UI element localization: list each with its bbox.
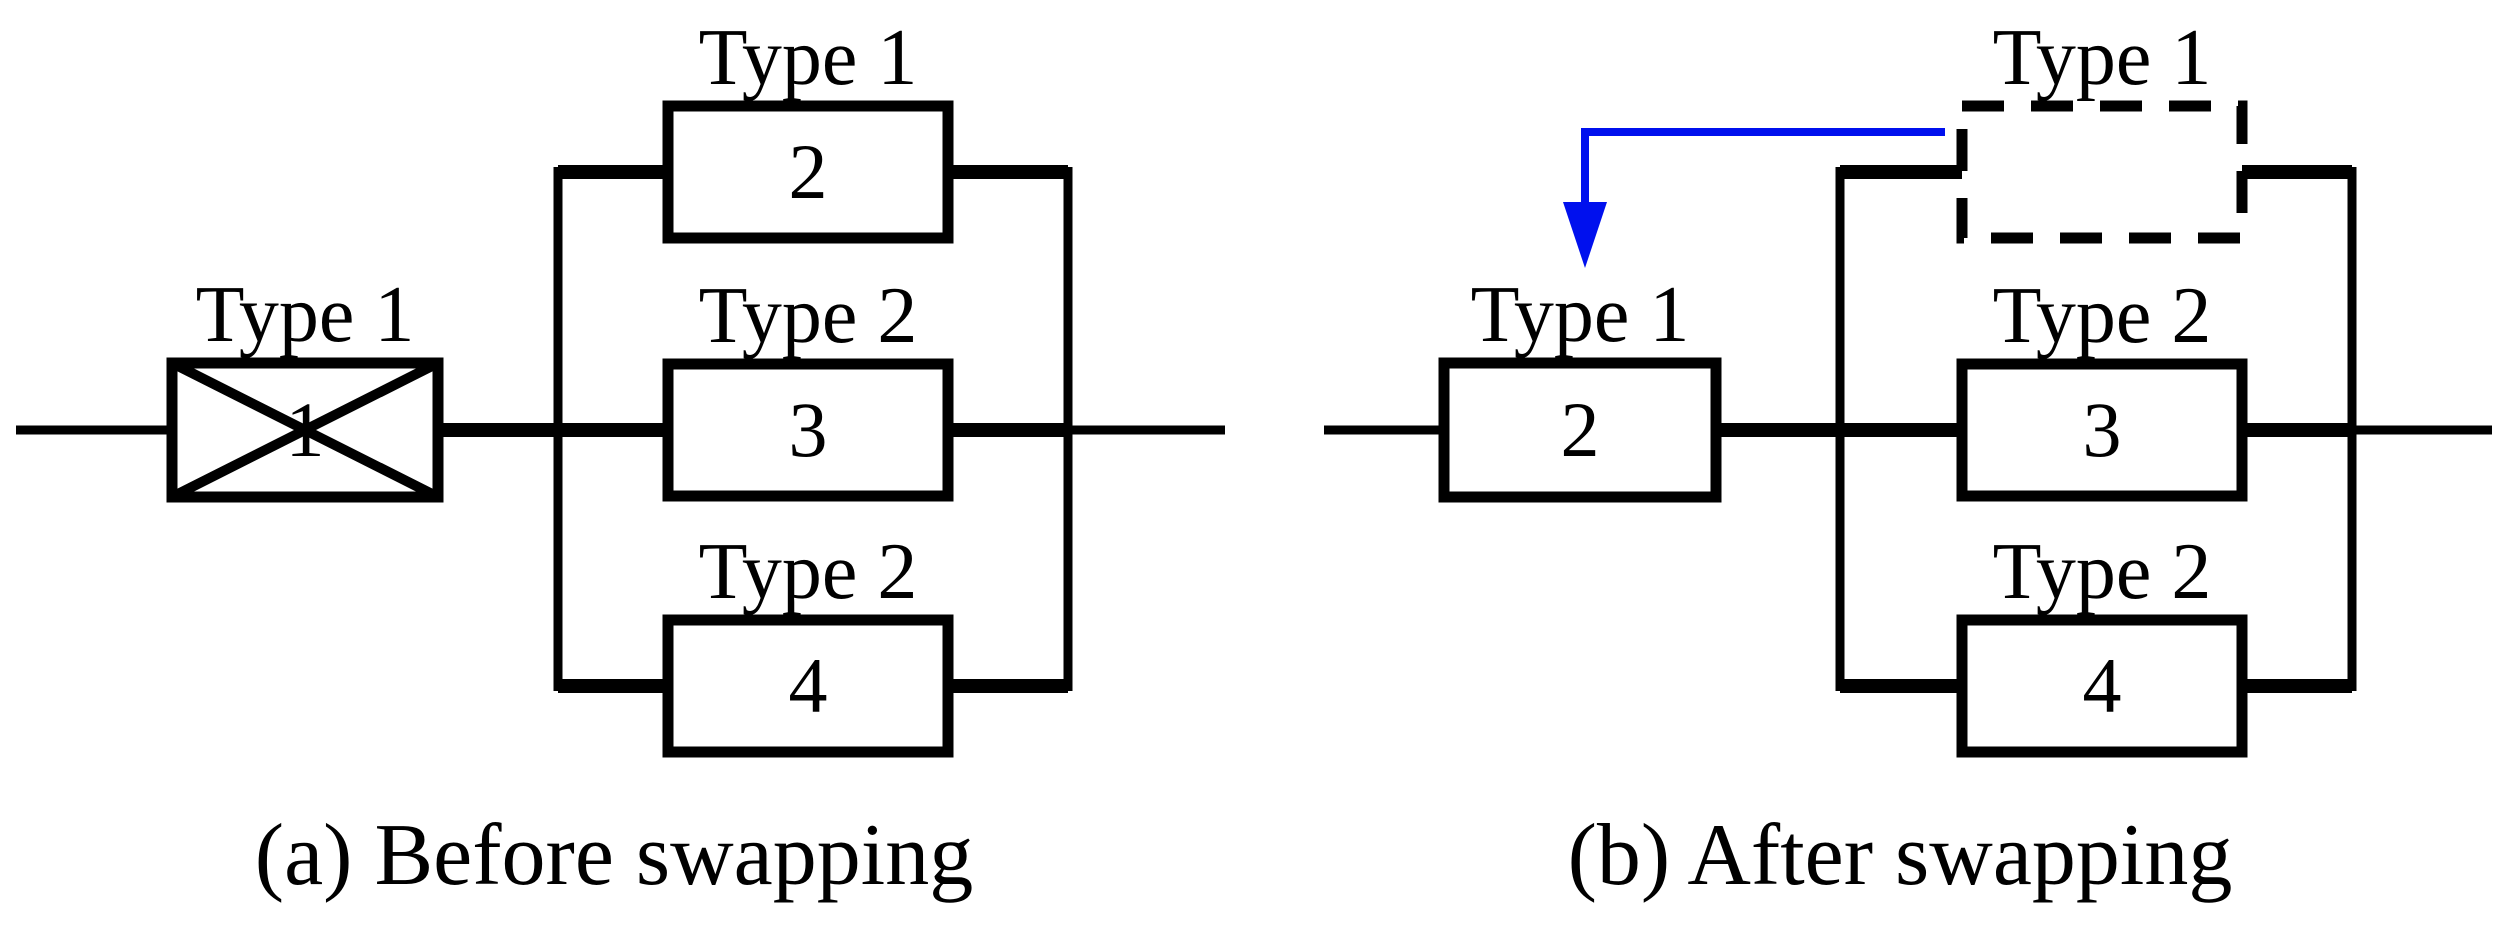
component-box [1956, 614, 2248, 758]
component-type-label: Type 2 [699, 272, 918, 360]
panel-b-series-component: Type 1 2 [1438, 271, 1722, 503]
panel-a: Type 1 1 Type 1 2 Type 2 3 Type 2 4 (a) … [16, 14, 1225, 904]
panel-a-branch-top: Type 1 2 [662, 14, 954, 244]
component-number: 4 [789, 642, 828, 729]
component-box [1956, 358, 2248, 502]
swap-arrow-icon [1563, 128, 1945, 268]
component-number: 3 [2083, 386, 2122, 473]
component-type-label: Type 1 [1471, 271, 1690, 359]
panel-b: Type 1 2 Type 1 Type 2 3 Type 2 4 (b) Af… [1324, 14, 2492, 904]
component-type-label: Type 1 [699, 14, 918, 102]
panel-b-branch-bottom: Type 2 4 [1956, 528, 2248, 758]
component-type-label: Type 2 [1993, 272, 2212, 360]
swap-arrow-line [1581, 128, 1945, 212]
component-box [662, 614, 954, 758]
component-number: 1 [286, 386, 325, 473]
component-number: 2 [789, 128, 828, 215]
component-type-label: Type 2 [699, 528, 918, 616]
panel-a-branch-bottom: Type 2 4 [662, 528, 954, 758]
panel-a-series-component: Type 1 1 [166, 271, 444, 503]
panel-a-branch-middle: Type 2 3 [662, 272, 954, 502]
component-number: 2 [1561, 386, 1600, 473]
panel-b-branch-middle: Type 2 3 [1956, 272, 2248, 502]
panel-b-branch-top-dashed: Type 1 [1956, 14, 2248, 244]
component-number: 3 [789, 386, 828, 473]
vacated-component-dashed-box [1956, 100, 2248, 244]
component-box [1438, 357, 1722, 503]
component-box [662, 358, 954, 502]
failure-cross-icon [169, 358, 441, 502]
component-type-label: Type 2 [1993, 528, 2212, 616]
panel-b-caption: (b) After swapping [1568, 807, 2233, 904]
component-type-label: Type 1 [1993, 14, 2212, 102]
panel-a-caption: (a) Before swapping [255, 807, 973, 904]
component-type-label: Type 1 [196, 271, 415, 359]
component-box [662, 100, 954, 244]
swap-arrow-head [1563, 202, 1607, 268]
component-number: 4 [2083, 642, 2122, 729]
